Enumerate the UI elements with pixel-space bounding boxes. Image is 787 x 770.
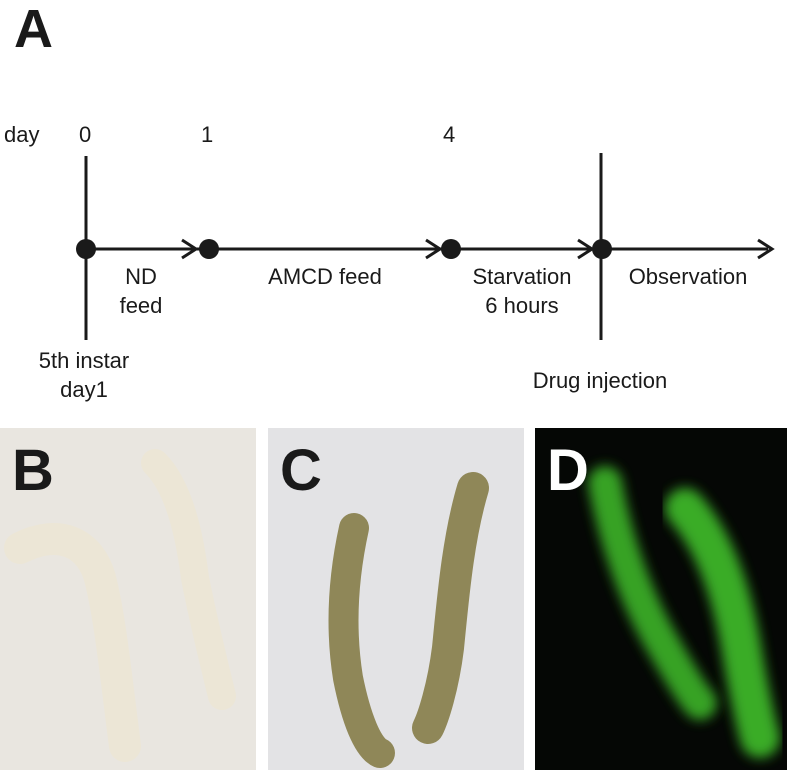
start-note: 5th instar day1 <box>18 346 150 404</box>
timeline-diagram <box>76 153 775 340</box>
step-amcd-feed: AMCD feed <box>230 262 420 291</box>
larvae-photo-c <box>268 428 524 770</box>
timepoint-day0 <box>76 239 96 259</box>
arrowhead-end <box>757 238 775 260</box>
day-axis-label: day <box>4 122 40 147</box>
start-note-line: 5th instar <box>38 348 130 373</box>
arrowhead-2 <box>425 238 443 260</box>
day-tick-0: 0 <box>79 122 92 147</box>
photo-letter-d: D <box>547 438 589 503</box>
photo-letter-c: C <box>280 438 322 503</box>
step-starvation: Starvation 6 hours <box>452 262 592 320</box>
step-label-line: Starvation <box>472 264 572 289</box>
photo-panel-d: D <box>535 428 787 770</box>
step-observation: Observation <box>608 262 768 291</box>
timepoint-day4 <box>441 239 461 259</box>
start-note-line: day1 <box>60 377 108 403</box>
larvae-photo-d <box>535 428 787 770</box>
step-label-line: feed <box>119 293 163 319</box>
day-tick-4: 4 <box>443 122 456 147</box>
photo-letter-b: B <box>12 438 54 503</box>
step-nd-feed: ND feed <box>96 262 186 320</box>
larvae-photo-b <box>0 428 256 770</box>
photo-panel-c: C <box>268 428 524 770</box>
arrowhead-1 <box>181 238 199 260</box>
panel-letter-a: A <box>14 0 53 59</box>
day-tick-1: 1 <box>201 122 214 147</box>
timepoint-day1 <box>199 239 219 259</box>
step-label-line: Observation <box>628 264 748 289</box>
step-label-line: AMCD feed <box>268 264 382 289</box>
step-label-line: 6 hours <box>485 293 559 319</box>
timepoint-injection <box>592 239 612 259</box>
injection-note: Drug injection <box>532 368 668 393</box>
step-label-line: ND <box>125 264 157 289</box>
photo-panel-b: B <box>0 428 256 770</box>
